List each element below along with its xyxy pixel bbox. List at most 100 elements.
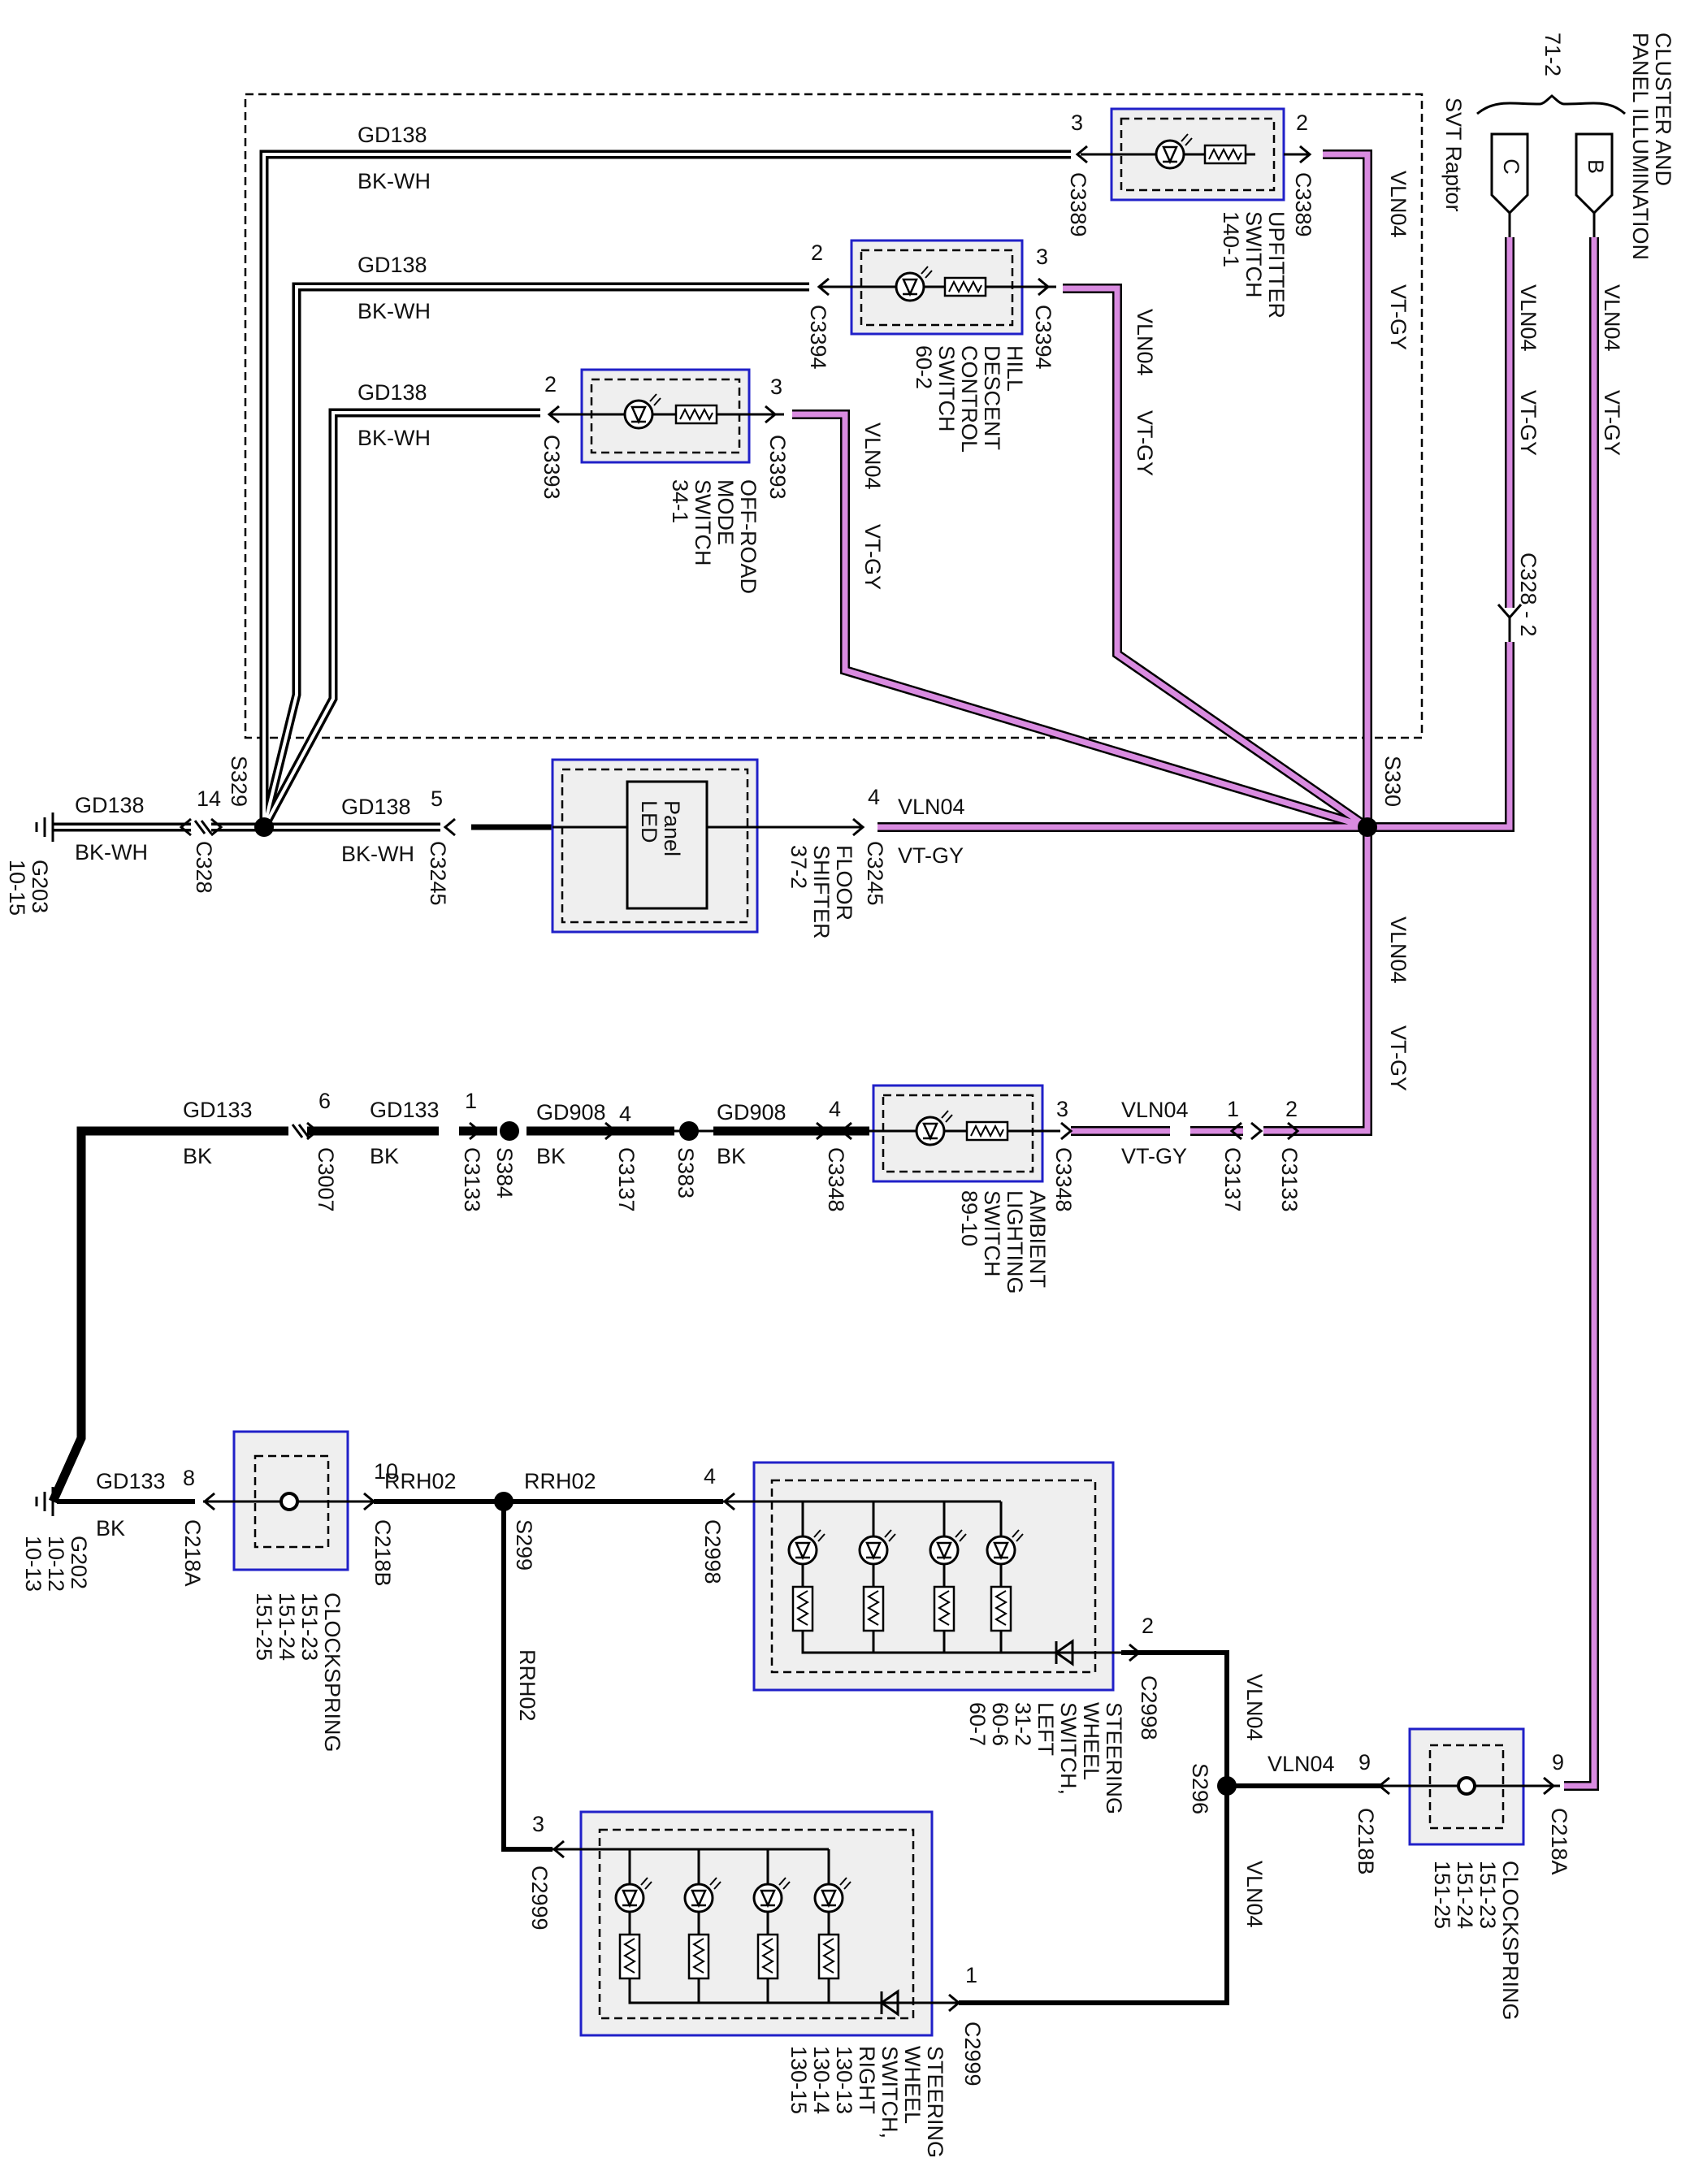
clock-left-cap-2: 151-23 [297, 1592, 322, 1661]
floor-shifter-led-panel: LED Panel [443, 758, 865, 934]
floor-cap-1: FLOOR [832, 845, 856, 921]
floor-cap-2: SHIFTER [809, 845, 834, 939]
hill-cap-4: SWITCH [934, 345, 959, 431]
s383-label: S383 [674, 1147, 698, 1198]
pin-4-c3137: 4 [619, 1102, 631, 1126]
upfitter-cap-1: UPFITTER [1264, 211, 1289, 318]
pin-6-c3007: 6 [318, 1089, 331, 1113]
pin-14-c328: 14 [197, 786, 221, 811]
pin-4-c3348: 4 [829, 1097, 841, 1121]
pin-4-c2998: 4 [704, 1464, 716, 1488]
swr-cap-4: RIGHT [855, 2046, 879, 2114]
splice-s330 [1358, 817, 1377, 837]
wire-gd138-3: GD138 [358, 380, 427, 405]
c3137-right: C3137 [1220, 1147, 1245, 1212]
c3389-left: C3389 [1066, 172, 1090, 237]
c2999-left: C2999 [527, 1866, 552, 1930]
wire-bk-3: BK [536, 1144, 566, 1168]
wire-vln04-6: VLN04 [1386, 916, 1410, 984]
pin-5-c3245: 5 [431, 786, 443, 811]
swr-cap-3: SWITCH, [878, 2046, 902, 2138]
swl-cap-1: STEERING [1102, 1702, 1126, 1814]
amb-cap-3: SWITCH [980, 1190, 1004, 1276]
hill-cap-1: HILL [1003, 345, 1027, 392]
wire-gd138-5: GD138 [75, 793, 145, 817]
pin-3-c3394: 3 [1036, 245, 1048, 269]
swl-cap-2: WHEEL [1079, 1702, 1103, 1780]
upfitter-cap-3: 140-1 [1219, 211, 1243, 267]
swr-cap-7: 130-15 [786, 2046, 811, 2114]
wire-rrh02-3: RRH02 [515, 1649, 540, 1722]
clock-right-cap-3: 151-24 [1453, 1861, 1477, 1929]
c3389-right: C3389 [1291, 172, 1315, 237]
wire-vln04-10: VLN04 [1242, 1674, 1267, 1741]
offroad-cap-1: OFF-ROAD [736, 479, 760, 594]
wire-gd908-2: GD908 [717, 1100, 786, 1124]
c3007-label: C3007 [314, 1147, 338, 1212]
cluster-title-1: CLUSTER AND [1651, 32, 1675, 186]
g202-ref-1: 10-12 [44, 1536, 68, 1592]
wire-vtgy-4: VT-GY [1516, 390, 1540, 456]
wire-vln04-9: VLN04 [1268, 1752, 1335, 1776]
s384-label: S384 [492, 1147, 517, 1198]
c3245-left: C3245 [426, 841, 450, 906]
clockspring-left [202, 1430, 376, 1571]
s296-label: S296 [1188, 1763, 1212, 1814]
g202-label: G202 [67, 1536, 91, 1589]
c218a-right: C218A [1547, 1808, 1571, 1875]
wire-vtgy-6: VT-GY [1386, 1025, 1410, 1091]
led-label-2: Panel [660, 800, 684, 856]
wire-bkwh-5: BK-WH [75, 840, 148, 864]
wire-bkwh-4: BK-WH [341, 842, 414, 866]
wire-rrh02-1: RRH02 [384, 1469, 457, 1493]
c2999-right: C2999 [960, 2022, 985, 2086]
hill-descent-switch [817, 239, 1056, 336]
cluster-ref: 71-2 [1540, 32, 1565, 76]
wire-bk-5: BK [96, 1516, 125, 1540]
conn-c-label: C [1499, 158, 1523, 175]
wire-gd908-1: GD908 [536, 1100, 606, 1124]
labels: CLUSTER AND PANEL ILLUMINATION 71-2 SVT … [5, 32, 1675, 2158]
c2998-left: C2998 [700, 1519, 725, 1584]
steering-wheel-switch-left [722, 1461, 1142, 1692]
steering-wheel-switch-right [552, 1810, 961, 2037]
splice-s383 [679, 1121, 699, 1141]
swr-cap-6: 130-14 [809, 2046, 834, 2114]
clock-right-cap-4: 151-25 [1430, 1861, 1454, 1929]
pin-4-c3245: 4 [868, 785, 880, 809]
pin-3-c3348: 3 [1056, 1097, 1068, 1121]
clock-left-cap-4: 151-25 [252, 1592, 276, 1661]
c328-2-label: C328 - 2 [1516, 552, 1540, 637]
pin-2-c3133: 2 [1285, 1097, 1298, 1121]
wire-vln04-1: VLN04 [1386, 171, 1410, 238]
clock-left-cap-3: 151-24 [275, 1592, 299, 1661]
offroad-cap-2: MODE [713, 479, 738, 545]
ambient-lighting-switch [839, 1084, 1073, 1183]
c3133-left: C3133 [460, 1147, 484, 1212]
wire-bkwh-1: BK-WH [358, 169, 431, 193]
swl-cap-3: SWITCH, [1056, 1702, 1081, 1795]
pin-3-c3389: 3 [1071, 110, 1083, 135]
clock-right-cap-1: CLOCKSPRING [1498, 1861, 1523, 2021]
swr-cap-1: STEERING [923, 2046, 947, 2158]
c3393-right: C3393 [765, 435, 790, 500]
conn-b-label: B [1584, 159, 1608, 174]
wire-bkwh-3: BK-WH [358, 426, 431, 450]
rrh02-wires [57, 1499, 1381, 2005]
c3394-left: C3394 [806, 305, 830, 370]
svt-raptor-region [244, 93, 1424, 739]
c218a-left: C218A [180, 1519, 205, 1587]
pin-3-c2999: 3 [532, 1812, 544, 1836]
swl-cap-7: 60-7 [965, 1702, 990, 1746]
wire-vln04-3: VLN04 [860, 422, 885, 490]
pin-8-c218a: 8 [183, 1466, 195, 1490]
wire-vln04-8: VLN04 [1121, 1098, 1189, 1122]
off-road-mode-switch [547, 368, 784, 464]
wire-vtgy-2: VT-GY [1133, 410, 1157, 476]
c328-label: C328 [192, 841, 216, 894]
splice-s329 [254, 817, 274, 837]
pin-2-c3394: 2 [811, 240, 823, 265]
cluster-connector-b: B [1575, 132, 1614, 237]
splice-s384 [500, 1121, 519, 1141]
